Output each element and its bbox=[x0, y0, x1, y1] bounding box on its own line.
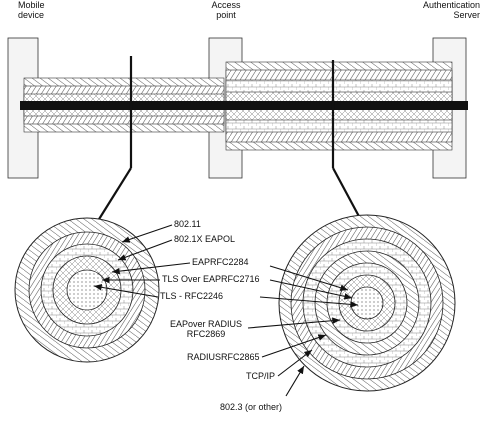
arrow-eapol bbox=[117, 239, 173, 261]
right-cross-section bbox=[278, 214, 456, 392]
arrow-tls2246-left bbox=[93, 284, 159, 298]
arrow-8023 bbox=[285, 365, 305, 397]
arrow-tls2246-right bbox=[259, 296, 359, 308]
arrow-eapradius bbox=[247, 317, 341, 329]
label-tcpip: TCP/IP bbox=[246, 371, 276, 381]
access-point-label-line2: point bbox=[216, 10, 236, 20]
label-eap-over-radius-line2: RFC2869 bbox=[186, 329, 226, 339]
authentication-server-label-line2: Server bbox=[453, 10, 480, 20]
label-eap-over-radius: EAPover RADIUS RFC2869 bbox=[166, 319, 246, 339]
label-eap-over-radius-line1: EAPover RADIUS bbox=[169, 319, 243, 329]
arrow-80211 bbox=[121, 224, 173, 243]
arrow-eap2284-left bbox=[111, 262, 191, 275]
arrow-eap2284-right bbox=[269, 265, 349, 291]
mobile-device-label-line1: Mobile bbox=[18, 0, 45, 10]
arrow-tcpip bbox=[277, 349, 313, 377]
label-tls2246: TLS - RFC2246 bbox=[160, 291, 224, 301]
right-zoom-line bbox=[332, 167, 363, 223]
access-point-label: Access point bbox=[206, 0, 246, 20]
mobile-device-label-line2: device bbox=[18, 10, 45, 20]
label-radius2865: RADIUSRFC2865 bbox=[187, 352, 260, 362]
mobile-device-label: Mobile device bbox=[18, 0, 45, 20]
core-line bbox=[20, 101, 468, 110]
arrow-tls2716-right bbox=[269, 279, 353, 300]
label-eap2284: EAPRFC2284 bbox=[192, 257, 249, 267]
label-80211: 802.11 bbox=[174, 219, 201, 229]
label-eapol: 802.1X EAPOL bbox=[174, 234, 236, 244]
access-point-label-line1: Access bbox=[211, 0, 241, 10]
left-zoom-line bbox=[95, 167, 132, 225]
label-8023: 802.3 (or other) bbox=[220, 402, 283, 412]
authentication-server-label-line1: Authentication bbox=[422, 0, 480, 10]
authentication-server-label: Authentication Server bbox=[404, 0, 480, 20]
label-tls2716: TLS Over EAPRFC2716 bbox=[162, 274, 260, 284]
arrow-radius2865 bbox=[261, 334, 327, 358]
left-cross-section bbox=[14, 217, 160, 363]
